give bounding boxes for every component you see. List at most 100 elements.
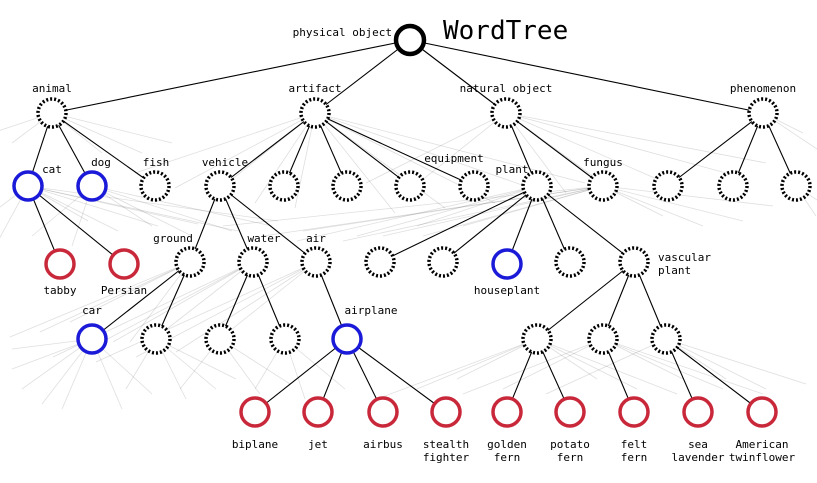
node-vasc_a[interactable] [521, 323, 553, 355]
faded-branch-line [602, 338, 684, 380]
node-plant_a[interactable] [364, 246, 396, 278]
node-veh_d[interactable] [269, 323, 301, 355]
faded-branch-line [665, 338, 807, 385]
faded-branch-lines [0, 112, 817, 410]
faded-branch-line [416, 185, 538, 227]
node-golden[interactable] [491, 396, 523, 428]
node-art_d[interactable] [394, 170, 426, 202]
faded-branch-line [82, 261, 254, 353]
faded-branch-line [505, 112, 727, 174]
node-phen_b[interactable] [717, 170, 749, 202]
label-natural_object: natural object [460, 82, 553, 95]
faded-branch-line [314, 112, 446, 209]
node-houseplant[interactable] [491, 248, 523, 280]
faded-branch-line [262, 185, 604, 237]
node-phenomenon[interactable] [747, 97, 779, 129]
node-tabby[interactable] [44, 248, 76, 280]
label-airbus: airbus [363, 438, 403, 451]
node-art_b[interactable] [268, 170, 300, 202]
label-dog: dog [91, 156, 111, 169]
faded-branch-line [27, 185, 279, 222]
node-veh_b[interactable] [140, 323, 172, 355]
faded-branch-line [254, 112, 316, 204]
label-persian: Persian [101, 284, 147, 297]
faded-branch-line [462, 185, 604, 227]
faded-branch-line [602, 338, 724, 390]
node-plant[interactable] [521, 170, 553, 202]
label-fungus: fungus [583, 156, 623, 169]
node-persian[interactable] [108, 248, 140, 280]
label-ground: ground [153, 232, 193, 245]
node-cat[interactable] [12, 170, 44, 202]
node-vasc_b[interactable] [587, 323, 619, 355]
faded-branch-line [342, 185, 604, 242]
edge-airplane-stealth [346, 338, 447, 413]
faded-branch-line [69, 261, 191, 323]
faded-branch-line [602, 185, 774, 207]
node-equipment[interactable] [458, 170, 490, 202]
node-ground[interactable] [174, 246, 206, 278]
faded-branch-line [112, 261, 254, 343]
node-vasc_c[interactable] [650, 323, 682, 355]
node-dog[interactable] [76, 170, 108, 202]
label-biplane: biplane [232, 438, 278, 451]
label-artifact: artifact [289, 82, 342, 95]
label-fish: fish [143, 156, 170, 169]
node-car[interactable] [76, 323, 108, 355]
faded-branch-line [602, 185, 744, 222]
edge-root-natural_object [409, 39, 507, 114]
node-fungus[interactable] [587, 170, 619, 202]
faded-branch-line [51, 112, 173, 144]
faded-branch-line [602, 338, 764, 395]
node-fish[interactable] [139, 170, 171, 202]
node-air[interactable] [300, 246, 332, 278]
edge-plant-vascular [536, 185, 635, 263]
label-car: car [82, 304, 102, 317]
node-veh_c[interactable] [204, 323, 236, 355]
faded-branch-line [505, 112, 667, 184]
faded-branch-line [545, 338, 667, 395]
node-phen_c[interactable] [780, 170, 812, 202]
faded-branch-line [134, 112, 316, 174]
node-potato[interactable] [554, 396, 586, 428]
node-vehicle[interactable] [204, 170, 236, 202]
node-phen_a[interactable] [652, 170, 684, 202]
label-jet: jet [308, 438, 328, 451]
node-animal[interactable] [36, 97, 68, 129]
faded-branch-line [51, 112, 143, 154]
label-air: air [306, 232, 326, 245]
node-jet[interactable] [302, 396, 334, 428]
node-airbus[interactable] [367, 396, 399, 428]
node-biplane[interactable] [239, 396, 271, 428]
label-airplane: airplane [345, 304, 398, 317]
label-vehicle: vehicle [202, 156, 248, 169]
faded-branch-line [162, 261, 254, 333]
faded-branch-line [376, 338, 538, 400]
edge-plant-plant_b [442, 185, 538, 263]
faded-branch-line [356, 185, 538, 237]
node-plant_c[interactable] [554, 246, 586, 278]
node-airplane[interactable] [331, 323, 363, 355]
node-twinflower[interactable] [746, 396, 778, 428]
faded-branch-line [27, 185, 199, 225]
node-vascular[interactable] [618, 246, 650, 278]
node-natural_object[interactable] [490, 97, 522, 129]
diagram-title: WordTree [443, 16, 568, 46]
node-plant_b[interactable] [427, 246, 459, 278]
faded-branch-line [27, 185, 119, 232]
node-felt[interactable] [618, 396, 650, 428]
label-phenomenon: phenomenon [730, 82, 796, 95]
node-sealav[interactable] [682, 396, 714, 428]
node-art_c[interactable] [331, 170, 363, 202]
edge-ground-car [91, 261, 191, 340]
node-artifact[interactable] [299, 97, 331, 129]
node-water[interactable] [237, 246, 269, 278]
node-root[interactable] [393, 23, 427, 57]
node-stealth[interactable] [430, 396, 462, 428]
